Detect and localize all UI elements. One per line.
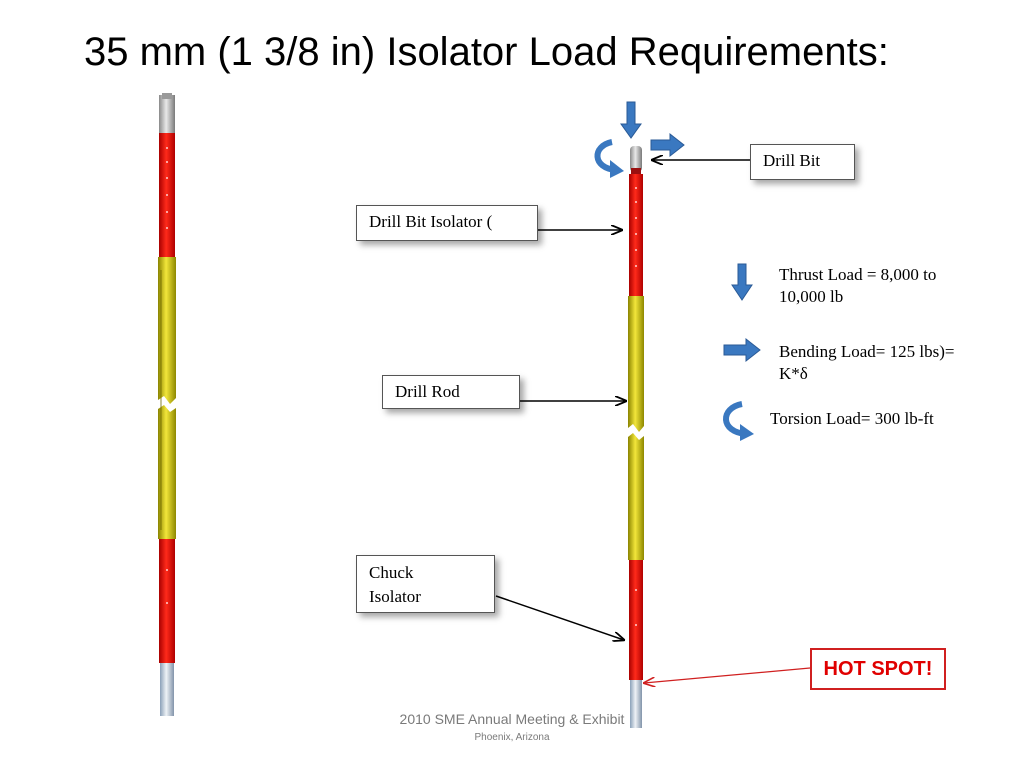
chuck-isolator-label: Chuck Isolator	[356, 555, 495, 613]
bending-load-line2: K*δ	[779, 364, 808, 383]
chuck-isolator-pointer	[495, 595, 624, 640]
right-drill-rod	[628, 296, 644, 560]
drill-bit-label: Drill Bit	[750, 144, 855, 180]
legend-bending-arrow-icon	[723, 337, 761, 363]
left-drill-bit	[159, 93, 175, 135]
left-chuck-isolator	[159, 539, 175, 663]
left-chuck-shaft	[160, 663, 174, 716]
left-drill-rod	[158, 257, 176, 539]
drill-bit-isolator-label-text: Drill Bit Isolator (	[369, 212, 493, 231]
drill-rod-label: Drill Rod	[382, 375, 520, 409]
drill-rod-label-text: Drill Rod	[395, 382, 460, 401]
bending-load-text: Bending Load= 125 lbs)= K*δ	[779, 341, 954, 385]
torsion-arrow-icon	[594, 139, 624, 178]
thrust-load-text: Thrust Load = 8,000 to 10,000 lb	[779, 264, 936, 308]
right-drill-bit	[630, 146, 642, 176]
drill-bit-label-text: Drill Bit	[763, 151, 821, 170]
torsion-load-text: Torsion Load= 300 lb-ft	[770, 408, 934, 430]
thrust-load-line2: 10,000 lb	[779, 287, 844, 306]
footer-event: 2010 SME Annual Meeting & Exhibit	[399, 711, 625, 727]
bending-arrow-icon	[650, 132, 685, 158]
hot-spot-text: HOT SPOT!	[823, 657, 933, 680]
left-bit-isolator	[159, 133, 175, 257]
bending-load-line1: Bending Load= 125 lbs)=	[779, 342, 955, 361]
chuck-isolator-label-line1: Chuck	[369, 563, 414, 582]
left-drill-assembly	[158, 93, 176, 716]
thrust-load-line1: Thrust Load = 8,000 to	[779, 265, 937, 284]
slide-title: 35 mm (1 3/8 in) Isolator Load Requireme…	[84, 30, 889, 74]
chuck-isolator-label-line2: Isolator	[369, 587, 421, 606]
right-drill-assembly	[628, 146, 644, 728]
drill-bit-isolator-label: Drill Bit Isolator (	[356, 205, 538, 241]
torsion-load-line1: Torsion Load= 300 lb-ft	[770, 409, 934, 428]
hot-spot-callout: HOT SPOT!	[810, 648, 946, 690]
hot-spot-pointer	[644, 667, 811, 683]
legend-torsion-arrow-icon	[723, 401, 754, 441]
legend-thrust-arrow-icon	[731, 263, 753, 301]
thrust-arrow-icon	[620, 101, 642, 139]
footer-location: Phoenix, Arizona	[474, 732, 550, 743]
right-chuck-isolator	[629, 560, 643, 680]
right-chuck-shaft	[630, 680, 642, 728]
right-bit-isolator	[629, 174, 643, 296]
